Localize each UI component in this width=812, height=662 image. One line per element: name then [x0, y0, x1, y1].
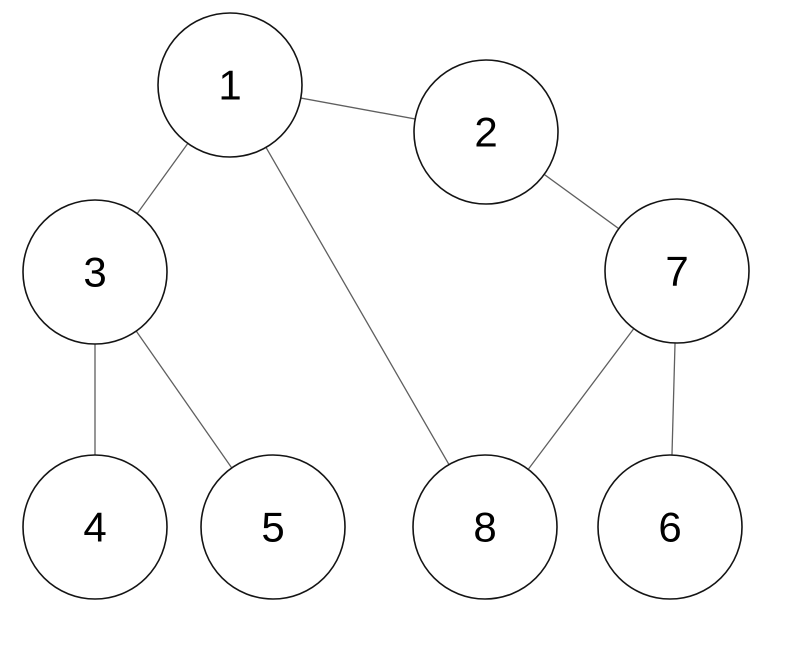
graph-node-6[interactable] — [597, 454, 743, 600]
graph-node-8[interactable] — [412, 454, 558, 600]
graph-edge-1-8 — [229, 84, 486, 528]
graph-node-3[interactable] — [22, 199, 168, 345]
graph-node-4[interactable] — [22, 454, 168, 600]
graph-node-1[interactable] — [157, 12, 303, 158]
graph-node-7[interactable] — [604, 198, 750, 344]
graph-node-5[interactable] — [200, 454, 346, 600]
graph-node-2[interactable] — [413, 59, 559, 205]
